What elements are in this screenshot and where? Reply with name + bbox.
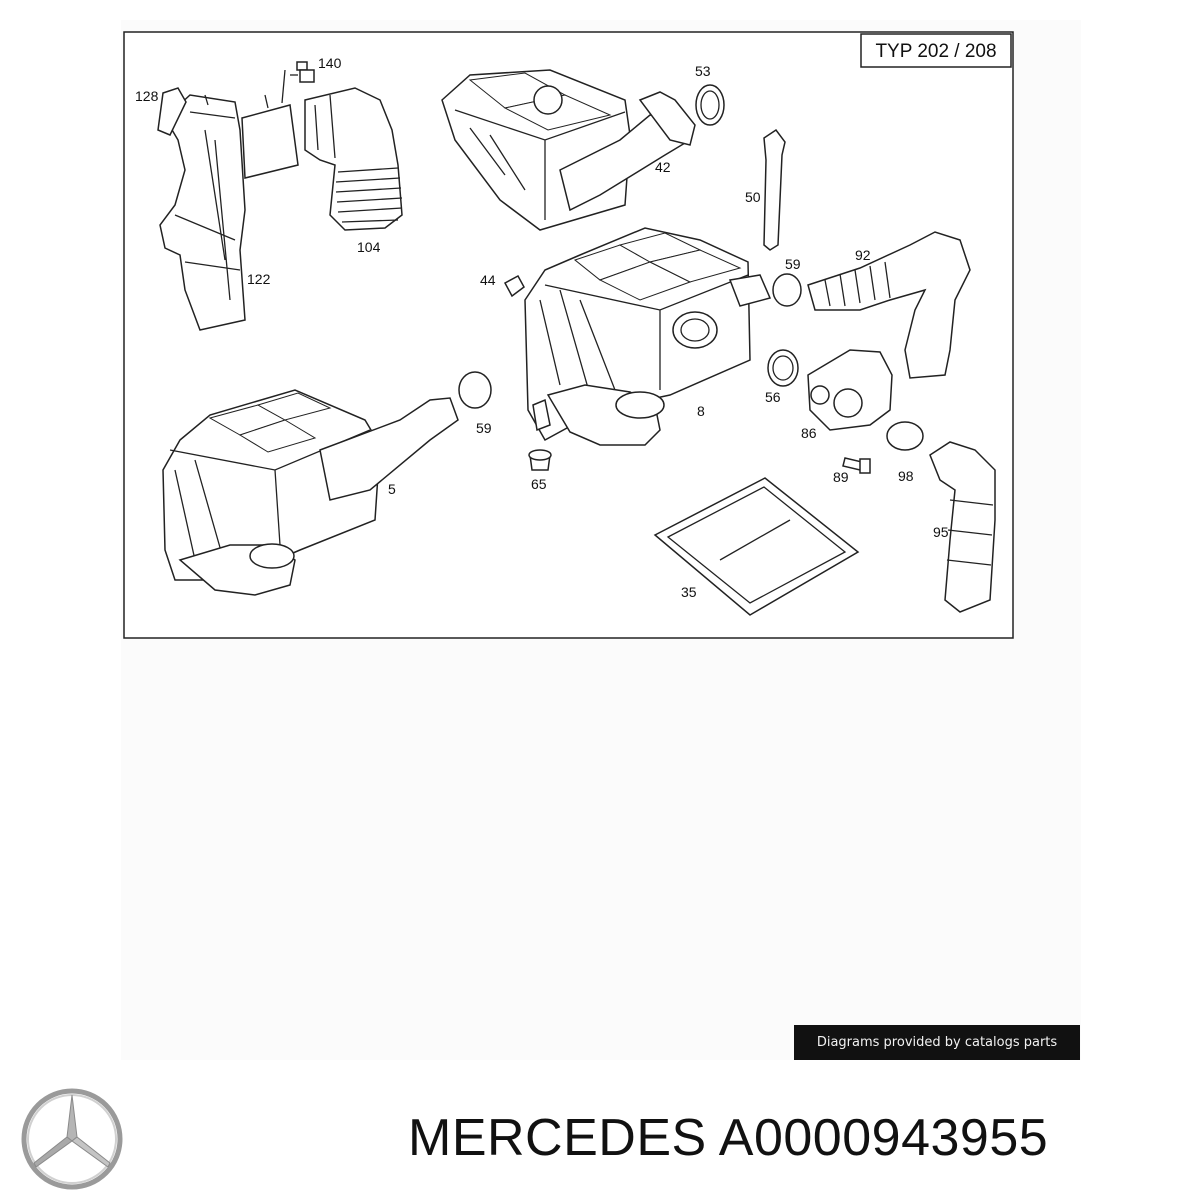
part-35-filter [653, 477, 860, 616]
part-42-airbox-top [441, 69, 696, 231]
part-128-clip [157, 87, 187, 136]
callout-128: 128 [135, 88, 159, 104]
callout-104: 104 [357, 239, 381, 255]
callout-95: 95 [933, 524, 949, 540]
callout-92: 92 [855, 247, 871, 263]
callout-98: 98 [898, 468, 914, 484]
callout-86: 86 [801, 425, 817, 441]
type-box [860, 33, 1012, 68]
callout-5: 5 [388, 481, 396, 497]
part-98-clamp [886, 421, 924, 451]
part-8-main-airbox [524, 227, 751, 446]
part-44-clip [503, 274, 525, 298]
callout-122: 122 [247, 271, 271, 287]
callout-59-upper: 59 [785, 256, 801, 272]
callout-35: 35 [681, 584, 697, 600]
credit-badge: Diagrams provided by catalogs parts [794, 1025, 1080, 1060]
part-86-throttle-body [807, 349, 893, 431]
part-65-grommet [528, 449, 552, 471]
part-5-airbox-lower [162, 389, 459, 596]
callout-65: 65 [531, 476, 547, 492]
part-title: MERCEDES A0000943955 [408, 1109, 1049, 1167]
part-140-screw [290, 61, 315, 83]
callout-50: 50 [745, 189, 761, 205]
part-56-ring [767, 349, 799, 387]
part-59-clamp-lower [458, 371, 492, 409]
callout-140: 140 [318, 55, 342, 71]
callout-53: 53 [695, 63, 711, 79]
callout-42: 42 [655, 159, 671, 175]
callout-59-lower: 59 [476, 420, 492, 436]
mercedes-star-icon [21, 1088, 123, 1190]
callout-44: 44 [480, 272, 496, 288]
callout-8: 8 [697, 403, 705, 419]
part-122-duct [159, 94, 269, 331]
part-50-strap [763, 128, 786, 251]
part-95-hose [929, 441, 996, 613]
part-104-hose [304, 87, 403, 231]
part-89-bolt [842, 457, 871, 474]
callout-89: 89 [833, 469, 849, 485]
part-92-hose [807, 231, 971, 379]
type-label: TYP 202 / 208 [875, 41, 996, 62]
callout-56: 56 [765, 389, 781, 405]
part-59-clamp-upper [728, 273, 802, 307]
part-duct-connector [241, 69, 299, 179]
